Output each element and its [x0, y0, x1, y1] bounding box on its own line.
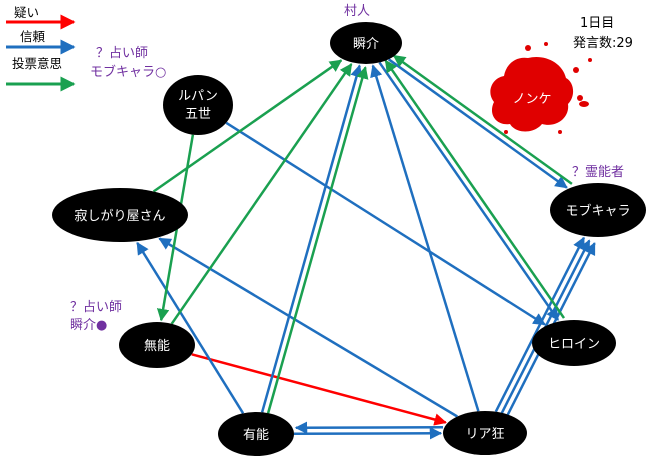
vote-arrow-munou-to-shunsuke [170, 63, 353, 325]
claim-mid-left-line2: 瞬介● [70, 318, 107, 333]
game-info: 1日目 発言数:29 [573, 16, 633, 51]
node-label-yuunou: 有能 [243, 428, 269, 443]
node-heroine[interactable]: ヒロイン [532, 320, 616, 366]
legend-label-suspicion: 疑い [14, 5, 39, 20]
trust-arrow-riakyou-to-shunsuke [370, 64, 480, 412]
trust-arrow-yuunou-to-sabishi [136, 241, 245, 414]
trust-arrow-shunsuke-to-mobukyara [387, 58, 568, 189]
speech-count: 発言数:29 [573, 36, 633, 51]
vote-arrow-sabishi-to-shunsuke [152, 59, 343, 193]
claim-top-left-line1: ？占い師 [96, 46, 148, 61]
node-yuunou[interactable]: 有能 [218, 412, 294, 456]
node-label-nonke: ノンケ [512, 92, 551, 107]
trust-arrow-lupin-to-heroine [225, 121, 546, 326]
node-mobukyara[interactable]: モブキャラ [550, 183, 646, 237]
node-label-lupin-line2: 五世 [185, 107, 211, 122]
node-shunsuke[interactable]: 瞬介 [330, 22, 402, 64]
vote-arrow-yuunou-to-shunsuke [266, 66, 369, 415]
trust-arrow-yuunou-to-riakyou [293, 426, 443, 440]
claim-top-left-line2: モブキャラ○ [90, 64, 166, 80]
trust-arrow-shunsuke-to-heroine [378, 61, 560, 321]
role-mobukyara: ？霊能者 [572, 165, 624, 180]
node-lupin[interactable]: ルパン 五世 [163, 75, 233, 135]
day-label: 1日目 [580, 16, 614, 31]
nonke-splat [490, 42, 592, 134]
node-label-mobukyara: モブキャラ [565, 203, 630, 219]
node-riakyou[interactable]: リア狂 [443, 411, 527, 455]
legend-label-trust: 信頼 [20, 29, 46, 44]
vote-arrow-mobukyara-to-shunsuke [392, 54, 573, 185]
claim-texts: ？占い師 モブキャラ○ ？占い師 瞬介● 村人 ？霊能者 [70, 4, 624, 333]
node-label-munou: 無能 [144, 339, 170, 354]
node-label-lupin-line1: ルパン [178, 89, 218, 104]
trust-arrow-yuunou-to-shunsuke [260, 64, 363, 413]
node-sabishi[interactable]: 寂しがり屋さん [52, 188, 188, 242]
trust-arrow-riakyou-to-sabishi [158, 237, 458, 418]
trust-arrow-riakyou-to-yuunou [294, 421, 444, 435]
role-shunsuke: 村人 [344, 4, 370, 19]
vote-arrow-heroine-to-shunsuke [384, 59, 566, 319]
node-label-riakyou: リア狂 [465, 427, 504, 442]
trust-arrow-riakyou-to-mobukyara [494, 236, 586, 413]
claim-mid-left-line1: ？占い師 [70, 300, 122, 315]
legend: 疑い 信頼 投票意思 [6, 5, 76, 92]
node-munou[interactable]: 無能 [119, 322, 195, 368]
suspicion-arrow-munou-to-riakyou [191, 353, 447, 426]
node-label-shunsuke: 瞬介 [353, 37, 379, 52]
legend-label-vote: 投票意思 [12, 56, 62, 71]
node-label-heroine: ヒロイン [548, 337, 600, 352]
node-label-sabishi: 寂しがり屋さん [74, 208, 165, 224]
